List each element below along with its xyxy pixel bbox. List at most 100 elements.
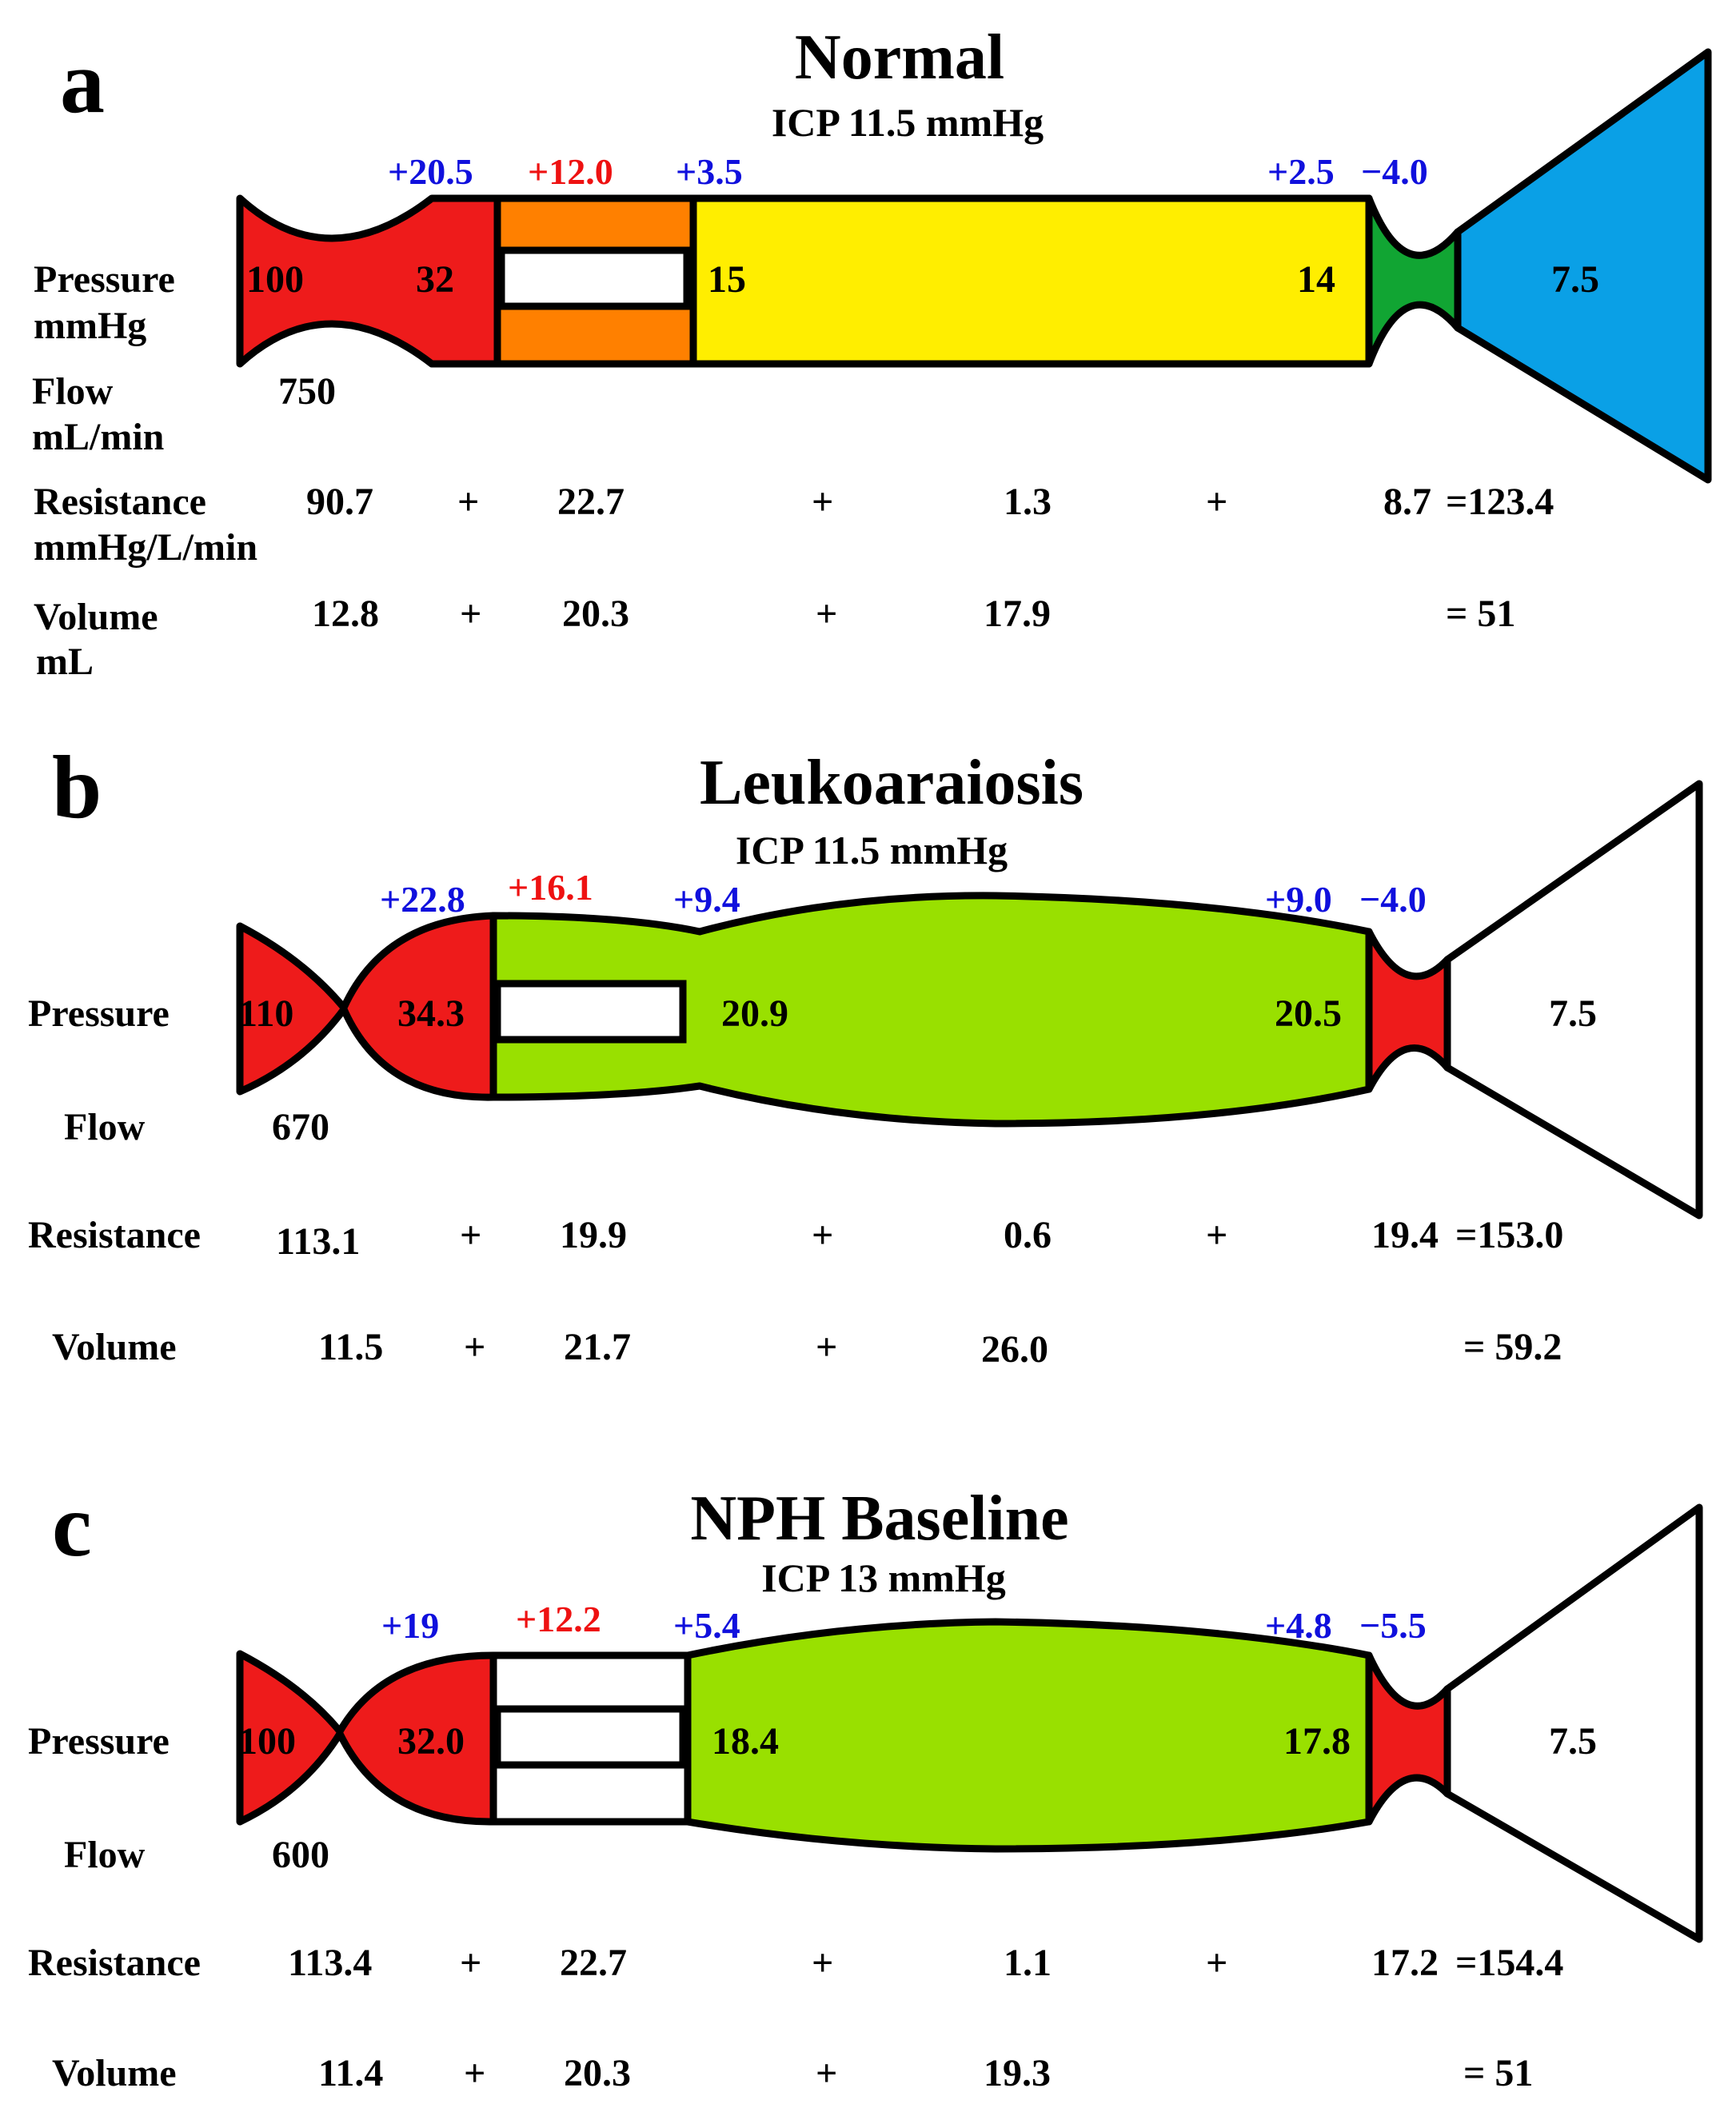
flow-value: 750 (278, 370, 336, 413)
resistance-3: 0.6 (1004, 1214, 1052, 1256)
flow-value: 670 (272, 1106, 329, 1148)
sinus-segment (1454, 48, 1712, 484)
plus-sign: + (460, 593, 481, 635)
icp-label: ICP 13 mmHg (761, 1555, 1006, 1600)
plus-sign: + (464, 2052, 485, 2094)
volume-1: 11.5 (318, 1326, 383, 1368)
pressure-label: Pressure (28, 992, 170, 1035)
delta-capillary: +3.5 (676, 151, 743, 192)
resistance-4: 17.2 (1371, 1942, 1439, 1984)
pressure-sinus: 7.5 (1549, 992, 1597, 1035)
resistance-total: =123.4 (1446, 481, 1554, 523)
delta-inflow: +19 (381, 1605, 439, 1646)
resistance-total: =153.0 (1455, 1214, 1563, 1256)
resistance-2: 22.7 (560, 1942, 627, 1984)
plus-sign: + (812, 1214, 833, 1256)
volume-3: 19.3 (984, 2052, 1051, 2094)
delta-vein: +9.0 (1265, 879, 1332, 920)
delta-inflow: +20.5 (388, 151, 473, 192)
pressure-sinus: 7.5 (1549, 1720, 1597, 1763)
delta-capillary: +9.4 (673, 879, 740, 920)
panel-letter: c (52, 1476, 92, 1575)
resistance-label: Resistance (28, 1942, 201, 1984)
delta-arteriole: +12.2 (516, 1599, 601, 1639)
volume-1: 11.4 (318, 2052, 383, 2094)
volume-unit: mL (36, 641, 94, 683)
volume-3: 26.0 (981, 1328, 1048, 1371)
volume-1: 12.8 (312, 593, 379, 635)
volume-label: Volume (52, 2052, 177, 2094)
plus-sign: + (816, 2052, 837, 2094)
pressure-unit: mmHg (34, 305, 146, 347)
capillary-box (497, 246, 691, 310)
pressure-vein: 17.8 (1283, 1720, 1351, 1763)
resistance-3: 1.3 (1004, 481, 1052, 523)
plus-sign: + (816, 1326, 837, 1368)
pressure-inflow: 110 (238, 992, 293, 1035)
plus-sign: + (812, 481, 833, 523)
flow-value: 600 (272, 1834, 329, 1876)
delta-arteriole: +12.0 (528, 151, 613, 192)
delta-inflow: +22.8 (380, 879, 465, 920)
panel-title: Normal (795, 22, 1004, 93)
resistance-4: 8.7 (1383, 481, 1431, 523)
volume-2: 20.3 (562, 593, 629, 635)
plus-sign: + (1206, 1214, 1227, 1256)
delta-sinus: −5.5 (1359, 1605, 1427, 1646)
delta-vein: +2.5 (1267, 151, 1335, 192)
panel-title: Leukoaraiosis (700, 748, 1084, 818)
volume-total: = 59.2 (1463, 1326, 1562, 1368)
plus-sign: + (1206, 481, 1227, 523)
delta-sinus: −4.0 (1359, 879, 1427, 920)
vein-segment (689, 194, 1373, 368)
panel-letter: a (60, 33, 105, 132)
pressure-capillary: 20.9 (721, 992, 788, 1035)
pressure-arteriole: 32.0 (397, 1720, 465, 1763)
outflow-constriction (1365, 194, 1462, 368)
plus-sign: + (457, 481, 479, 523)
flow-label: Flow (32, 370, 114, 413)
volume-label: Volume (34, 596, 158, 638)
plus-sign: + (812, 1942, 833, 1984)
volume-total: = 51 (1446, 593, 1515, 635)
delta-vein: +4.8 (1265, 1605, 1332, 1646)
volume-total: = 51 (1463, 2052, 1533, 2094)
pressure-arteriole: 32 (416, 258, 454, 301)
capillary-vein-segment (684, 1618, 1373, 1853)
volume-2: 21.7 (564, 1326, 631, 1368)
resistance-1: 90.7 (306, 481, 373, 523)
panel-c: c NPH Baseline ICP 13 mmHg +19 +12.2 +5.… (28, 1476, 1703, 2094)
pressure-arteriole: 34.3 (397, 992, 465, 1035)
pressure-capillary: 18.4 (712, 1720, 779, 1763)
resistance-4: 19.4 (1371, 1214, 1439, 1256)
pressure-capillary: 15 (708, 258, 746, 301)
plus-sign: + (816, 593, 837, 635)
outflow-constriction (1365, 1651, 1451, 1826)
plus-sign: + (460, 1942, 481, 1984)
delta-capillary: +5.4 (673, 1605, 740, 1646)
icp-label: ICP 11.5 mmHg (736, 828, 1008, 872)
panel-a: a Normal ICP 11.5 mmHg +20.5 +12.0 +3.5 … (32, 22, 1712, 683)
resistance-1: 113.1 (276, 1220, 360, 1263)
plus-sign: + (460, 1214, 481, 1256)
resistance-2: 19.9 (560, 1214, 627, 1256)
pressure-vein: 20.5 (1275, 992, 1342, 1035)
panel-title: NPH Baseline (690, 1483, 1068, 1554)
plus-sign: + (464, 1326, 485, 1368)
flow-unit: mL/min (32, 416, 164, 458)
pressure-sinus: 7.5 (1551, 258, 1599, 301)
pressure-label: Pressure (34, 258, 175, 301)
resistance-unit: mmHg/L/min (34, 526, 257, 569)
resistance-label: Resistance (28, 1214, 201, 1256)
panel-letter: b (52, 738, 102, 837)
resistance-3: 1.1 (1004, 1942, 1052, 1984)
flow-label: Flow (64, 1106, 146, 1148)
resistance-label: Resistance (34, 481, 206, 523)
pressure-label: Pressure (28, 1720, 170, 1763)
outflow-constriction (1365, 928, 1451, 1093)
capillary-box (493, 980, 687, 1044)
icp-label: ICP 11.5 mmHg (772, 100, 1044, 145)
volume-label: Volume (52, 1326, 177, 1368)
pressure-inflow: 100 (246, 258, 304, 301)
